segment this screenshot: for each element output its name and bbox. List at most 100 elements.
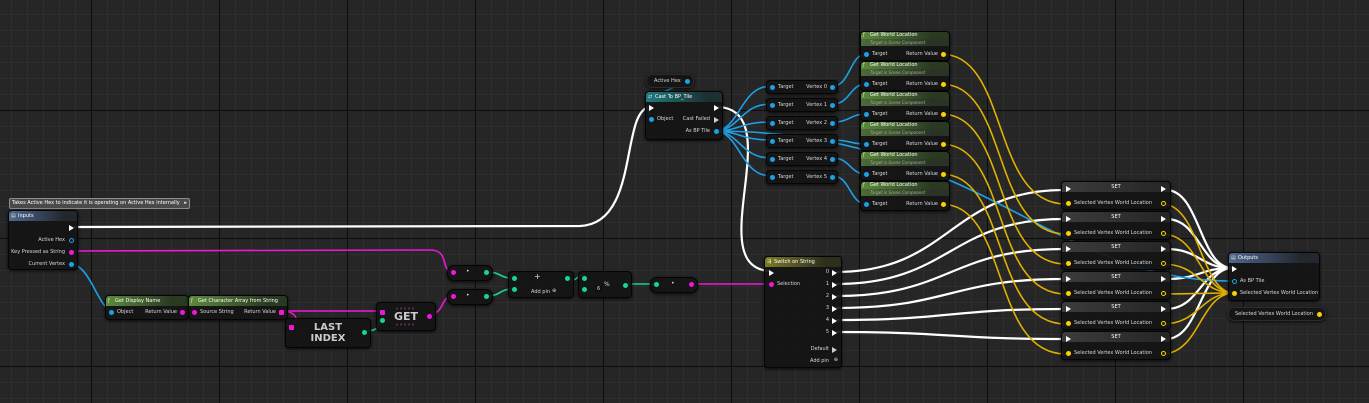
vertex-4-target-pin[interactable]: [770, 157, 775, 162]
switch-case-4-pin[interactable]: [832, 318, 837, 324]
cast-as-tile-pin[interactable]: [714, 129, 719, 134]
inputs-node[interactable]: ▤ Inputs Active Hex Key Pressed as Strin…: [8, 210, 78, 270]
gwl-0-return-pin[interactable]: [941, 52, 946, 57]
set-2-exec-out[interactable]: [1161, 246, 1166, 252]
set-1-out-pin[interactable]: [1161, 231, 1166, 236]
switch-case-2-pin[interactable]: [832, 294, 837, 300]
cast-object-pin[interactable]: [649, 117, 654, 122]
switch-case-3-pin[interactable]: [832, 306, 837, 312]
vertex-5-getter[interactable]: Target Vertex 5: [766, 170, 838, 184]
set-node-1[interactable]: SET Selected Vertex World Location: [1061, 211, 1171, 240]
vertex-0-target-pin[interactable]: [770, 85, 775, 90]
conv-1-out-pin[interactable]: [484, 270, 489, 275]
outputs-tile-pin[interactable]: [1232, 279, 1237, 284]
input-pin-current-vertex[interactable]: [69, 262, 74, 267]
switch-exec-in[interactable]: [769, 270, 774, 276]
gwl-5-return-pin[interactable]: [941, 202, 946, 207]
outputs-node[interactable]: ▤ Outputs As BP Tile Selected Vertex Wor…: [1228, 252, 1320, 301]
selected-vertex-getter-pin[interactable]: [1317, 312, 1322, 317]
switch-header[interactable]: ⇶Switch on String: [765, 257, 841, 267]
vertex-4-getter[interactable]: Target Vertex 4: [766, 152, 838, 166]
switch-selection-pin[interactable]: [769, 282, 774, 287]
vertex-0-getter[interactable]: Target Vertex 0: [766, 80, 838, 94]
set-3-out-pin[interactable]: [1161, 291, 1166, 296]
set-node-5[interactable]: SET Selected Vertex World Location: [1061, 331, 1171, 360]
mod-b-pin[interactable]: [582, 287, 587, 292]
vertex-2-out-pin[interactable]: [830, 121, 835, 126]
set-0-exec-in[interactable]: [1066, 186, 1071, 192]
switch-default-pin[interactable]: [832, 347, 837, 353]
set-1-header[interactable]: SET: [1062, 212, 1170, 222]
set-4-exec-in[interactable]: [1066, 306, 1071, 312]
add-a-pin[interactable]: [512, 276, 517, 281]
switch-case-0-pin[interactable]: [832, 270, 837, 276]
conv-node-1[interactable]: •: [447, 265, 493, 281]
mod-value[interactable]: 6: [595, 286, 603, 292]
vertex-5-target-pin[interactable]: [770, 175, 775, 180]
gwl-2-target-pin[interactable]: [864, 112, 869, 117]
comment-toggle[interactable]: ▸: [184, 200, 187, 206]
input-pin-active-hex[interactable]: [69, 238, 74, 243]
vertex-1-out-pin[interactable]: [830, 103, 835, 108]
set-5-out-pin[interactable]: [1161, 351, 1166, 356]
int-to-string-out-pin[interactable]: [689, 282, 694, 287]
set-1-exec-out[interactable]: [1161, 216, 1166, 222]
outputs-exec-in[interactable]: [1232, 266, 1237, 272]
modulo-node[interactable]: 6 %: [578, 271, 632, 298]
conv-2-in-pin[interactable]: [451, 294, 456, 299]
get-array-pin[interactable]: [380, 310, 385, 315]
switch-add-pin-button[interactable]: ⊕: [833, 357, 838, 363]
int-to-string-in-pin[interactable]: [654, 282, 659, 287]
set-0-value-pin[interactable]: [1066, 201, 1071, 206]
vertex-1-target-pin[interactable]: [770, 103, 775, 108]
switch-case-5-pin[interactable]: [832, 330, 837, 336]
set-3-exec-in[interactable]: [1066, 276, 1071, 282]
mod-out-pin[interactable]: [623, 283, 628, 288]
gwl-0-target-pin[interactable]: [864, 52, 869, 57]
last-index-out-pin[interactable]: [362, 330, 367, 335]
set-2-header[interactable]: SET: [1062, 242, 1170, 252]
selected-vertex-getter[interactable]: Selected Vertex World Location: [1228, 307, 1326, 321]
gwl-3-target-pin[interactable]: [864, 142, 869, 147]
inputs-exec-out[interactable]: [69, 225, 74, 231]
set-node-3[interactable]: SET Selected Vertex World Location: [1061, 271, 1171, 300]
last-index-array-pin[interactable]: [289, 325, 294, 330]
inputs-node-header[interactable]: ▤ Inputs: [9, 211, 77, 221]
set-node-0[interactable]: SET Selected Vertex World Location: [1061, 181, 1171, 210]
set-1-exec-in[interactable]: [1066, 216, 1071, 222]
set-2-value-pin[interactable]: [1066, 261, 1071, 266]
gwl-1-return-pin[interactable]: [941, 82, 946, 87]
gwl-3-return-pin[interactable]: [941, 142, 946, 147]
gca-return-array-pin[interactable]: [279, 310, 284, 315]
conv-node-2[interactable]: •: [447, 289, 493, 305]
set-4-out-pin[interactable]: [1161, 321, 1166, 326]
array-get-node[interactable]: GET: [376, 302, 436, 331]
set-5-value-pin[interactable]: [1066, 351, 1071, 356]
get-index-pin[interactable]: [380, 318, 385, 323]
set-5-exec-in[interactable]: [1066, 336, 1071, 342]
gwl-1-target-pin[interactable]: [864, 82, 869, 87]
gwl-2-return-pin[interactable]: [941, 112, 946, 117]
set-4-header[interactable]: SET: [1062, 302, 1170, 312]
vertex-1-getter[interactable]: Target Vertex 1: [766, 98, 838, 112]
set-0-header[interactable]: SET: [1062, 182, 1170, 192]
gdn-return-pin[interactable]: [180, 310, 185, 315]
vertex-2-getter[interactable]: Target Vertex 2: [766, 116, 838, 130]
set-1-value-pin[interactable]: [1066, 231, 1071, 236]
int-to-string-node[interactable]: •: [650, 277, 698, 293]
cast-node[interactable]: ⇄ Cast To BP_Tile Object Cast Failed As …: [645, 91, 723, 140]
last-index-node[interactable]: LAST INDEX: [285, 318, 371, 348]
set-5-exec-out[interactable]: [1161, 336, 1166, 342]
set-2-out-pin[interactable]: [1161, 261, 1166, 266]
